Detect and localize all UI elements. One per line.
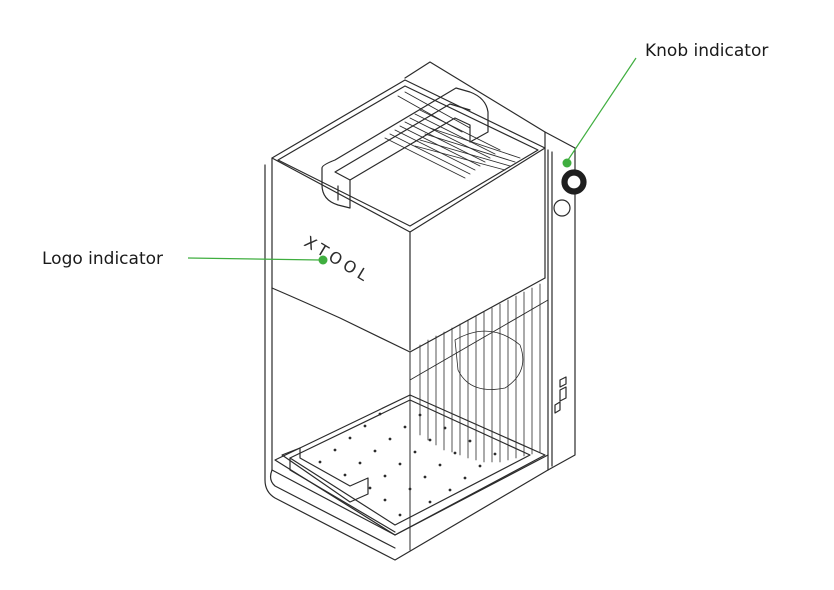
power-button (553, 199, 571, 217)
logo-leader-line (187, 257, 321, 261)
logo-indicator-dot (318, 255, 328, 265)
device-outline (264, 61, 587, 561)
knob-indicator-dot (562, 158, 572, 168)
rear-fins (419, 283, 541, 463)
logo-indicator-label: Logo indicator (42, 249, 163, 269)
knob-leader-line (567, 57, 637, 161)
lid-vent (384, 91, 521, 179)
bed-holes (318, 412, 497, 517)
knob-indicator-label: Knob indicator (645, 41, 768, 61)
